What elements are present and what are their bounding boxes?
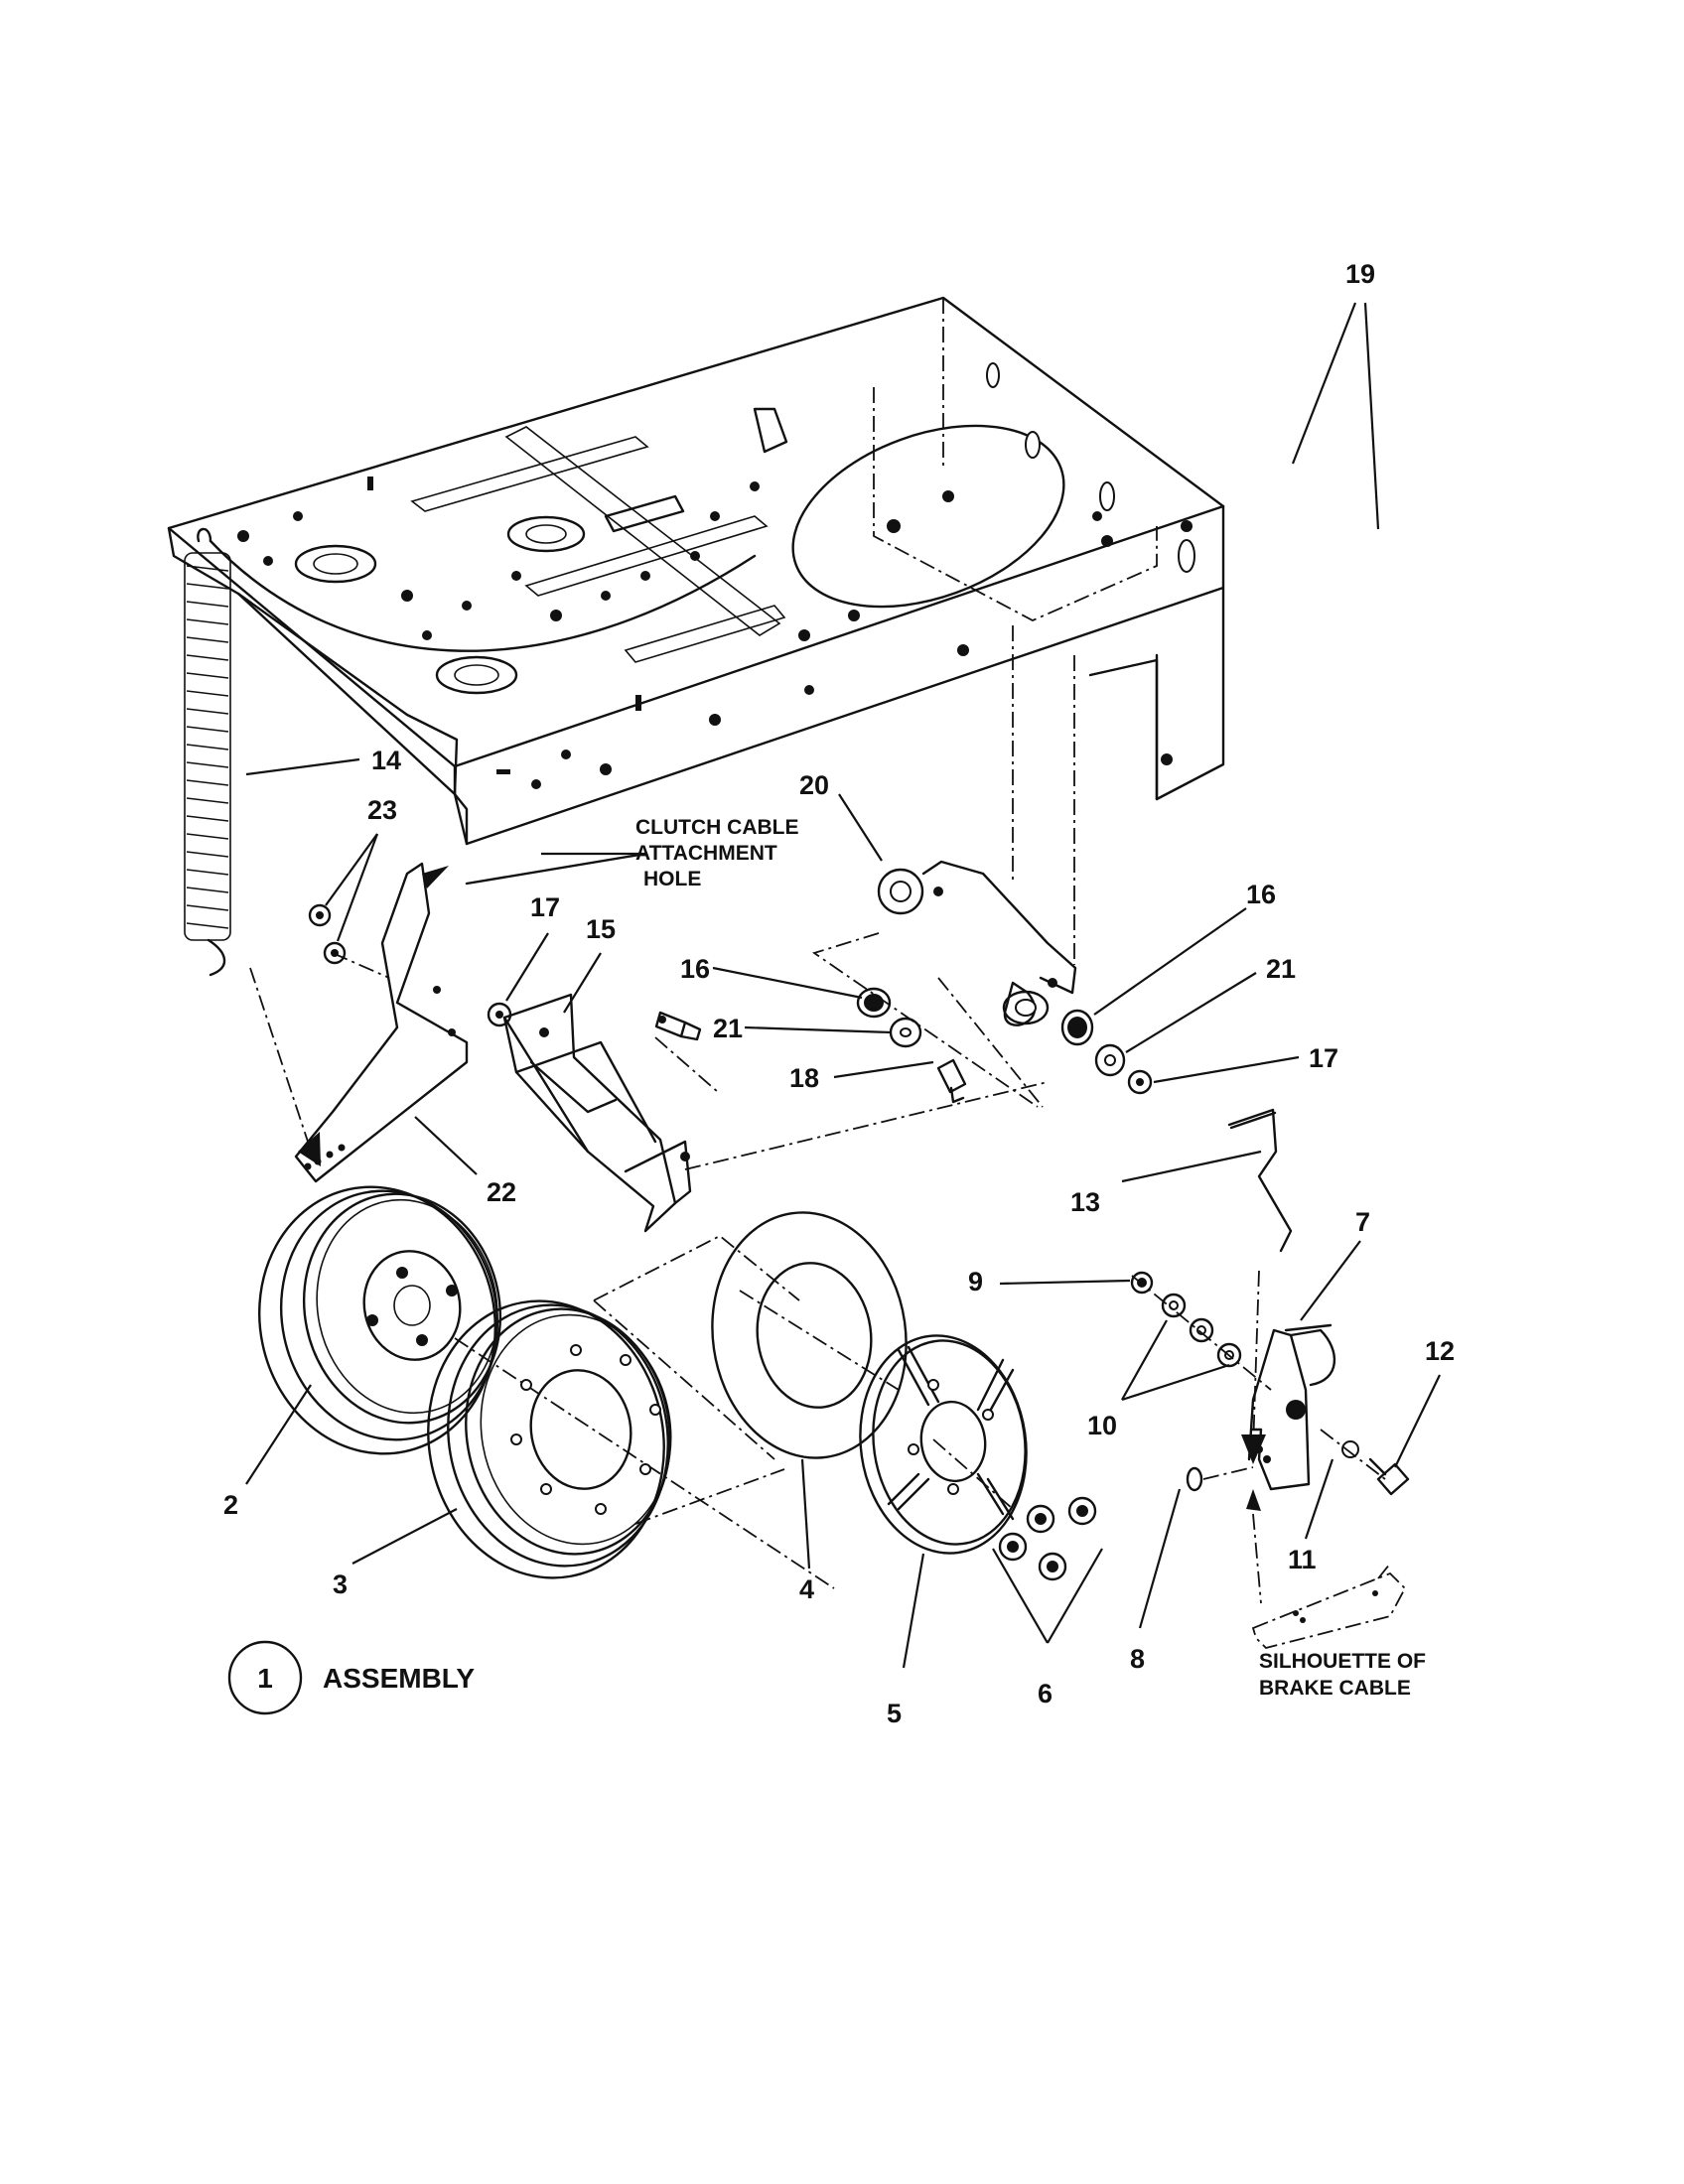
clutch-note-line-2: ATTACHMENT xyxy=(635,842,777,865)
callout-8: 8 xyxy=(1130,1644,1145,1674)
brake-drum xyxy=(427,1299,672,1579)
callout-23: 23 xyxy=(367,795,397,825)
callout-10: 10 xyxy=(1087,1411,1117,1440)
assembly-number: 1 xyxy=(257,1663,273,1694)
callout-19: 19 xyxy=(1345,259,1375,289)
callout-12: 12 xyxy=(1425,1336,1455,1366)
brake-note-line-2: BRAKE CABLE xyxy=(1259,1677,1411,1700)
hex-nuts-23 xyxy=(308,903,390,979)
bushings-washers xyxy=(856,987,1153,1095)
callout-2: 2 xyxy=(223,1490,238,1520)
callout-9: 9 xyxy=(968,1267,983,1297)
pivot-bracket xyxy=(502,993,1049,1233)
callout-4: 4 xyxy=(799,1574,814,1604)
callout-3: 3 xyxy=(333,1570,348,1599)
callout-17-left: 17 xyxy=(530,892,560,922)
callout-5: 5 xyxy=(887,1699,902,1728)
callout-18: 18 xyxy=(789,1063,819,1093)
bolts-18 xyxy=(654,1011,967,1104)
assembly-label: ASSEMBLY xyxy=(323,1663,475,1694)
callout-11: 11 xyxy=(1288,1545,1317,1574)
wheel-hub xyxy=(258,1185,835,1589)
fasteners-8-11-12 xyxy=(1186,1429,1410,1496)
washers-9-10 xyxy=(1130,1271,1272,1391)
callout-17-right: 17 xyxy=(1309,1043,1338,1073)
callout-labels: 19 14 23 20 17 15 16 16 21 21 18 17 22 1… xyxy=(223,259,1455,1728)
callout-14: 14 xyxy=(371,746,401,775)
brake-note-line-1: SILHOUETTE OF xyxy=(1259,1650,1426,1673)
callout-7: 7 xyxy=(1355,1207,1370,1237)
assembly-key: 1 ASSEMBLY xyxy=(227,1640,475,1715)
callout-6: 6 xyxy=(1038,1679,1052,1708)
brake-lever xyxy=(1246,1323,1335,1604)
leader-lines xyxy=(245,302,1441,1669)
callout-16-left: 16 xyxy=(680,954,710,984)
callout-16-right: 16 xyxy=(1246,880,1276,909)
callout-13: 13 xyxy=(1070,1187,1100,1217)
brake-cable-note: SILHOUETTE OF BRAKE CABLE xyxy=(1259,1650,1426,1700)
brake-rod xyxy=(1227,1108,1293,1464)
frame-chassis xyxy=(167,296,1225,846)
callout-21-right: 21 xyxy=(1266,954,1296,984)
axle-bracket xyxy=(811,625,1077,1108)
callout-21-left: 21 xyxy=(713,1014,743,1043)
pedal-arm xyxy=(294,852,647,1183)
callout-20: 20 xyxy=(799,770,829,800)
callout-15: 15 xyxy=(586,914,616,944)
brake-cable-silhouette xyxy=(1251,1563,1407,1649)
assembly-number-circle xyxy=(227,1640,303,1715)
clutch-note-line-3: HOLE xyxy=(643,868,701,890)
friction-disc xyxy=(711,1211,908,1459)
clutch-cable-note: CLUTCH CABLE ATTACHMENT HOLE xyxy=(635,816,798,890)
lug-nuts xyxy=(998,1496,1097,1581)
extension-spring xyxy=(184,527,757,1166)
pressure-plate xyxy=(859,1334,1028,1555)
clutch-note-line-1: CLUTCH CABLE xyxy=(635,816,798,839)
alignment-plane xyxy=(593,1234,800,1525)
callout-22: 22 xyxy=(487,1177,516,1207)
locknut-17-left xyxy=(487,1002,512,1027)
